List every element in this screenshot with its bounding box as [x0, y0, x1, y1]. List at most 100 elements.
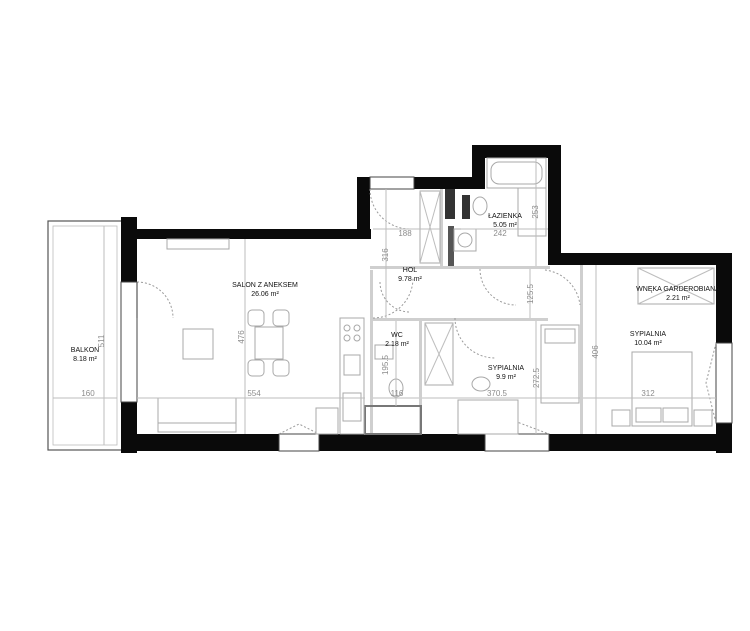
desk [457, 399, 519, 435]
wall-segment [472, 145, 556, 158]
wall-segment [472, 145, 485, 189]
nightstand [693, 409, 713, 427]
wall-segment [121, 434, 732, 451]
doors [136, 188, 581, 359]
room-area-lazienka: 5.05 m² [493, 222, 517, 229]
shower-hatch [424, 322, 454, 386]
furniture [157, 157, 715, 435]
partition [448, 226, 454, 266]
partition [364, 405, 422, 435]
partition [370, 266, 440, 269]
nightstand [611, 409, 631, 427]
coffee-table [182, 328, 214, 360]
dining-chair [272, 309, 290, 327]
bathtub-inner [490, 161, 543, 185]
pillow [635, 407, 662, 423]
dim-hol-vertical-2: 125.5 [526, 283, 535, 304]
wall-segment [548, 145, 561, 265]
door-swing [136, 281, 174, 319]
room-name-balkon: BALKON [71, 347, 99, 354]
wc-sink [374, 344, 394, 360]
partition [370, 318, 548, 321]
bathroom-counter [517, 187, 547, 237]
cooktop-burner [353, 334, 361, 342]
windows [120, 176, 733, 452]
dining-chair [247, 309, 265, 327]
partition [419, 318, 422, 434]
pillow [662, 407, 689, 423]
dining-chair [247, 359, 265, 377]
toilet [472, 196, 488, 216]
window-opening [715, 342, 733, 424]
room-name-salon: SALON Z ANEKSEM [232, 282, 298, 289]
fridge [342, 392, 362, 422]
dim-lazienka-horizontal: 242 [493, 229, 507, 238]
cooktop-burner [343, 324, 351, 332]
room-name-sypialnia-1: SYPIALNIA [488, 365, 525, 372]
door-swing [479, 268, 517, 306]
window-opening [369, 176, 415, 190]
room-labels: BALKON 8.18 m² 511 160 SALON Z ANEKSEM 2… [71, 205, 720, 398]
dim-sypialnia-2-horizontal: 312 [641, 389, 655, 398]
dim-salon-vertical: 476 [237, 330, 246, 344]
dining-chair [272, 359, 290, 377]
dim-balkon-vertical: 511 [97, 334, 106, 347]
room-area-sypialnia-2: 10.04 m² [634, 340, 662, 347]
pillow [544, 328, 576, 344]
room-name-sypialnia-2: SYPIALNIA [630, 331, 667, 338]
balcony-inner-outline [52, 225, 118, 446]
window-leaf [278, 423, 320, 435]
wall-segment [357, 177, 370, 187]
window-leaf [484, 421, 550, 435]
sofa-back [157, 422, 237, 433]
dim-balkon-horizontal: 160 [81, 389, 95, 398]
dim-wc-vertical: 195.5 [381, 354, 390, 375]
window-opening [484, 433, 550, 452]
balcony [47, 220, 123, 451]
wall-segment [121, 229, 371, 239]
dimension-lines [137, 158, 716, 434]
dim-sypialnia-1-vertical: 272.5 [532, 367, 541, 388]
kitchen-cabinet [315, 407, 339, 435]
interior-walls [364, 189, 583, 435]
dim-sypialnia-1-horizontal: 370.5 [487, 389, 508, 398]
partition [445, 189, 455, 219]
wardrobe-hatch [419, 190, 441, 264]
door-swing [544, 269, 581, 306]
partition [462, 195, 470, 219]
cooktop-burner [343, 334, 351, 342]
room-name-wc: WC [391, 332, 403, 339]
room-area-wc: 2.18 m² [385, 341, 409, 348]
door-swing [454, 317, 496, 359]
dim-wc-horizontal: 116 [391, 389, 404, 398]
dim-hol-vertical: 316 [381, 248, 390, 262]
partition [580, 265, 583, 434]
partition [370, 270, 373, 434]
washing-machine-drum [457, 232, 473, 248]
dining-table [254, 326, 284, 360]
room-area-sypialnia-1: 9.9 m² [496, 374, 517, 381]
wall-segment [357, 177, 370, 239]
dim-hol-horizontal: 188 [398, 229, 412, 238]
dim-sypialnia-2-vertical: 406 [591, 345, 600, 359]
room-area-hol: 9.78 m² [398, 276, 422, 283]
wall-segment [414, 177, 474, 189]
room-name-lazienka: ŁAZIENKA [488, 213, 522, 220]
dim-lazienka-vertical: 253 [531, 205, 540, 219]
partition [440, 266, 550, 269]
window-opening [120, 281, 138, 403]
kitchen-sink [343, 354, 361, 376]
balcony-outline [47, 220, 123, 451]
room-area-garderobiana: 2.21 m² [666, 295, 690, 302]
partition [440, 189, 443, 269]
niche-hatch [637, 267, 715, 305]
door-swing [379, 281, 411, 313]
window-leaf [705, 342, 717, 424]
kitchen-upper-cabinet [166, 238, 230, 250]
door-swing [369, 188, 411, 230]
room-name-hol: HOL [403, 267, 418, 274]
wall-segment [548, 253, 732, 265]
chair [471, 376, 491, 392]
cooktop-burner [353, 324, 361, 332]
window-opening [278, 433, 320, 452]
